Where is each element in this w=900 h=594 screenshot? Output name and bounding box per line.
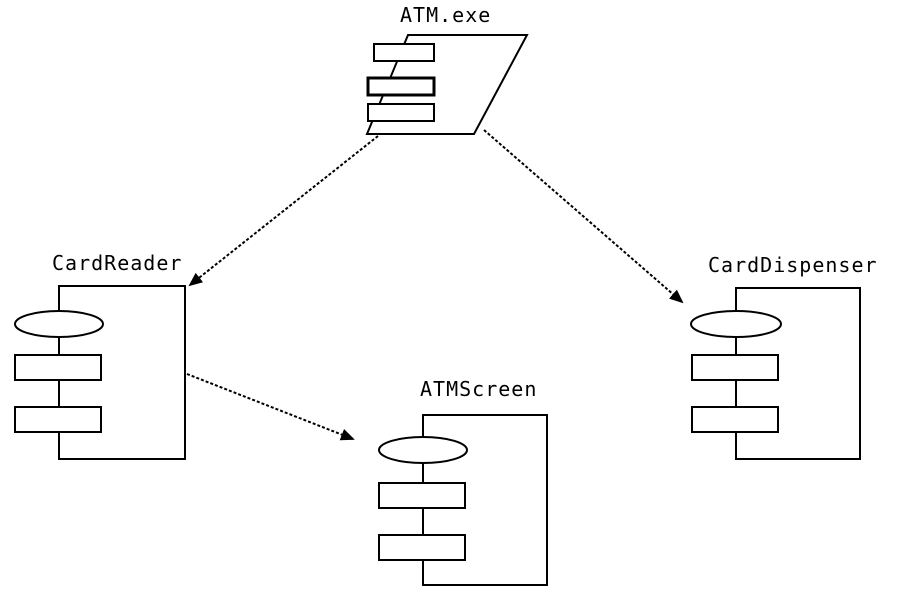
atm-exe-rect-1 xyxy=(373,43,435,62)
edge-atm-exe-to-card-dispenser xyxy=(483,129,684,304)
card-reader-rect-2 xyxy=(14,406,102,433)
atm-exe-label: ATM.exe xyxy=(400,3,491,27)
card-dispenser-rect-1 xyxy=(691,354,779,381)
atm-exe-rect-3 xyxy=(367,103,435,122)
atm-screen-rect-1 xyxy=(378,482,466,509)
atm-screen-ellipse xyxy=(378,436,468,464)
atm-screen-node: ATMScreen xyxy=(378,377,548,586)
card-dispenser-label: CardDispenser xyxy=(708,253,878,277)
edge-card-reader-to-atm-screen xyxy=(186,373,355,441)
card-reader-ellipse xyxy=(14,310,104,338)
atm-exe-rect-2 xyxy=(366,76,436,97)
card-dispenser-node: CardDispenser xyxy=(690,253,878,460)
edge-atm-exe-to-card-reader xyxy=(188,135,379,287)
card-reader-node: CardReader xyxy=(14,251,186,460)
card-reader-label: CardReader xyxy=(52,251,182,275)
card-reader-rect-1 xyxy=(14,354,102,381)
atm-screen-label: ATMScreen xyxy=(420,377,537,401)
atm-screen-rect-2 xyxy=(378,534,466,561)
card-dispenser-rect-2 xyxy=(691,406,779,433)
atm-exe-node: ATM.exe xyxy=(365,3,529,135)
card-dispenser-ellipse xyxy=(690,310,782,338)
